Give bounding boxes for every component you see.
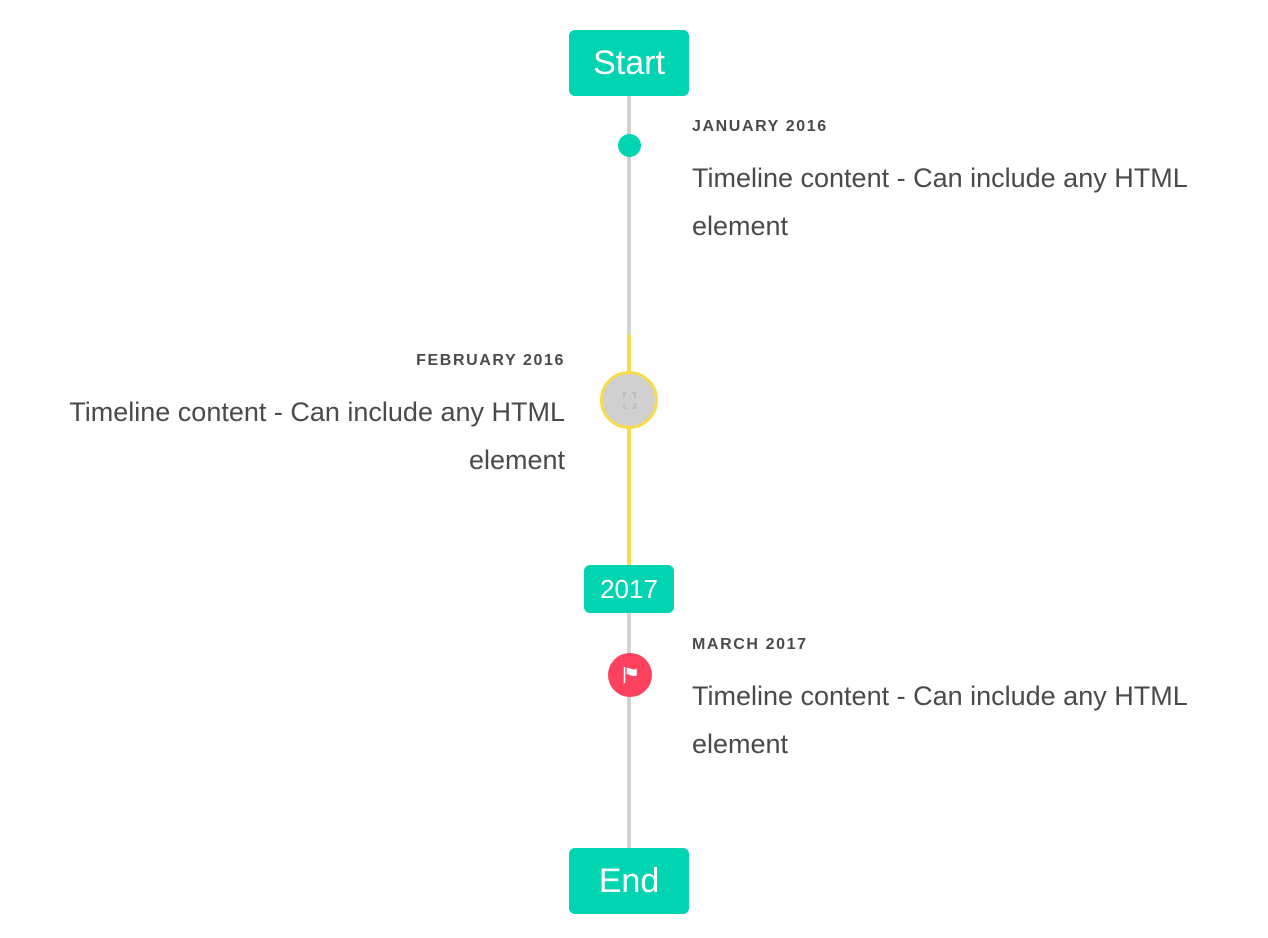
flag-icon[interactable] (608, 653, 652, 697)
timeline-end-badge[interactable]: End (569, 848, 689, 914)
entry-content-march: MARCH 2017 Timeline content - Can includ… (692, 636, 1216, 768)
entry-body-february: Timeline content - Can include any HTML … (69, 397, 565, 476)
entry-body-march: Timeline content - Can include any HTML … (692, 681, 1187, 760)
timeline-spine-highlight (627, 335, 631, 565)
entry-date-february: FEBRUARY 2016 (416, 352, 565, 369)
timeline-start-badge[interactable]: Start (569, 30, 689, 96)
entry-date-march: MARCH 2017 (692, 636, 808, 653)
dot-icon[interactable] (618, 134, 641, 157)
missing-glyph-icon[interactable] (600, 371, 658, 429)
entry-content-february: FEBRUARY 2016 Timeline content - Can inc… (40, 352, 565, 484)
entry-content-january: JANUARY 2016 Timeline content - Can incl… (692, 118, 1216, 250)
timeline-spine-lower (627, 613, 631, 851)
timeline-year-badge-2017[interactable]: 2017 (584, 565, 674, 613)
entry-body-january: Timeline content - Can include any HTML … (692, 163, 1187, 242)
tofu-glyph (622, 391, 636, 409)
entry-date-january: JANUARY 2016 (692, 118, 828, 135)
timeline-spine-upper (627, 96, 631, 335)
